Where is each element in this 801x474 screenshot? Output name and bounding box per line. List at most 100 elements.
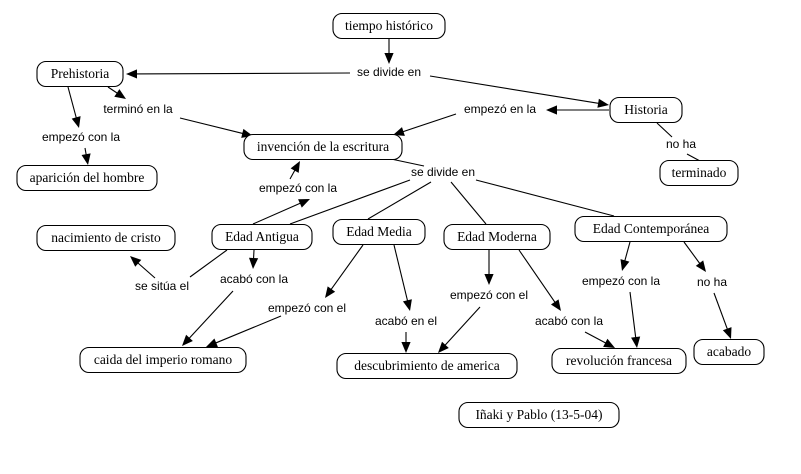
- edge-line: [629, 291, 637, 343]
- link-label-empezo2: empezó con la: [259, 181, 337, 195]
- node-box[interactable]: [693, 338, 765, 366]
- edge-divide2-to-contemporanea: [475, 179, 615, 217]
- node-aparicion[interactable]: aparición del hombre: [16, 164, 158, 192]
- edge-line: [67, 86, 78, 123]
- node-historia[interactable]: Historia: [609, 96, 683, 124]
- node-label-tiempo: tiempo histórico: [345, 18, 433, 33]
- node-autores[interactable]: Iñaki y Pablo (13-5-04): [458, 401, 620, 429]
- edge-antigua-to-sesitua: [189, 249, 228, 278]
- edge-line: [185, 290, 234, 342]
- node-box[interactable]: [332, 12, 446, 40]
- edge-line: [398, 113, 457, 134]
- node-box[interactable]: [211, 223, 313, 251]
- edge-line: [328, 244, 364, 294]
- edge-divide1-to-prehistoria: [126, 69, 351, 79]
- edge-escritura-to-divide2: [390, 158, 425, 167]
- node-antigua[interactable]: Edad Antigua: [211, 223, 313, 251]
- node-moderna[interactable]: Edad Moderna: [443, 223, 551, 251]
- arrowhead-icon: [126, 69, 138, 79]
- arrowhead-icon: [114, 89, 126, 99]
- node-box[interactable]: [609, 96, 683, 124]
- node-label-descubrimiento: descubrimiento de america: [354, 358, 499, 373]
- link-label-empezo1: empezó con la: [42, 130, 120, 144]
- edge-layer: [67, 39, 732, 353]
- node-label-moderna: Edad Moderna: [457, 229, 537, 244]
- node-media[interactable]: Edad Media: [332, 218, 426, 246]
- node-label-media: Edad Media: [346, 224, 412, 239]
- link-label-acabo1: acabó con la: [220, 272, 288, 286]
- edge-divide1-to-historia: [429, 75, 609, 108]
- arrowhead-icon: [484, 274, 494, 285]
- link-label-noha1: no ha: [666, 137, 696, 151]
- edge-line: [367, 181, 432, 220]
- arrowhead-icon: [603, 338, 615, 348]
- edge-media-to-acaboen: [393, 244, 412, 311]
- arrowhead-icon: [620, 259, 630, 271]
- node-label-nacimiento: nacimiento de cristo: [51, 230, 161, 245]
- arrowhead-icon: [546, 105, 557, 115]
- node-box[interactable]: [332, 218, 426, 246]
- edge-line: [713, 292, 730, 334]
- node-box[interactable]: [574, 215, 728, 243]
- node-box[interactable]: [659, 159, 739, 187]
- node-nacimiento[interactable]: nacimiento de cristo: [36, 224, 176, 252]
- node-label-terminado: terminado: [672, 165, 727, 180]
- edge-line: [686, 153, 701, 162]
- node-caida[interactable]: caida del imperio romano: [79, 346, 247, 374]
- link-label-divide1: se divide en: [357, 65, 421, 79]
- node-label-prehistoria: Prehistoria: [51, 66, 110, 81]
- node-box[interactable]: [443, 223, 551, 251]
- edge-tiempo-to-divide1: [384, 39, 394, 64]
- node-box[interactable]: [79, 346, 247, 374]
- node-terminado[interactable]: terminado: [659, 159, 739, 187]
- edge-prehistoria-to-termino: [107, 86, 126, 99]
- edge-divide2-to-moderna: [450, 181, 487, 225]
- edge-empezo5-to-revolucion: [629, 291, 641, 348]
- node-revolucion[interactable]: revolución francesa: [551, 347, 687, 375]
- edge-moderna-to-empezo4: [484, 250, 494, 285]
- edge-line: [189, 249, 228, 278]
- arrowhead-icon: [71, 116, 81, 128]
- edge-divide2-to-antigua: [289, 179, 411, 225]
- node-tiempo[interactable]: tiempo histórico: [332, 12, 446, 40]
- node-label-caida: caida del imperio romano: [94, 352, 233, 367]
- link-label-empezo4: empezó con el: [450, 288, 528, 302]
- node-box[interactable]: [243, 133, 403, 161]
- node-escritura[interactable]: invención de la escritura: [243, 133, 403, 161]
- node-label-historia: Historia: [624, 102, 668, 117]
- node-contemporanea[interactable]: Edad Contemporánea: [574, 215, 728, 243]
- node-descubrimiento[interactable]: descubrimiento de america: [336, 352, 518, 380]
- node-label-revolucion: revolución francesa: [566, 353, 672, 368]
- edge-line: [429, 75, 604, 105]
- node-label-antigua: Edad Antigua: [225, 229, 299, 244]
- node-label-acabado: acabado: [707, 344, 751, 359]
- arrowhead-icon: [206, 338, 218, 348]
- link-label-noha2: no ha: [697, 275, 727, 289]
- arrowhead-icon: [290, 161, 300, 173]
- edge-historia-to-empezoen: [546, 105, 609, 115]
- node-prehistoria[interactable]: Prehistoria: [36, 60, 124, 88]
- node-box[interactable]: [16, 164, 158, 192]
- node-box[interactable]: [336, 352, 518, 380]
- edge-noha2-to-acabado: [713, 292, 732, 339]
- arrowhead-icon: [695, 260, 706, 272]
- arrowhead-icon: [248, 257, 259, 269]
- node-box[interactable]: [458, 401, 620, 429]
- edge-empezo2-to-escritura: [289, 161, 300, 180]
- edge-empezo3-to-caida: [206, 315, 282, 348]
- edge-contemporanea-to-empezo5: [620, 241, 631, 271]
- arrowhead-icon: [722, 327, 732, 339]
- arrowhead-icon: [384, 53, 394, 64]
- link-label-empezo5: empezó con la: [582, 274, 660, 288]
- arrowhead-icon: [597, 98, 609, 108]
- edge-antigua-to-empezo2: [252, 199, 310, 225]
- edge-prehistoria-to-empezo1: [67, 86, 81, 128]
- node-acabado[interactable]: acabado: [693, 338, 765, 366]
- arrowhead-icon: [402, 299, 412, 311]
- node-box[interactable]: [551, 347, 687, 375]
- node-box[interactable]: [36, 224, 176, 252]
- node-box[interactable]: [36, 60, 124, 88]
- link-label-termino: terminó en la: [103, 102, 173, 116]
- edge-line: [211, 315, 282, 346]
